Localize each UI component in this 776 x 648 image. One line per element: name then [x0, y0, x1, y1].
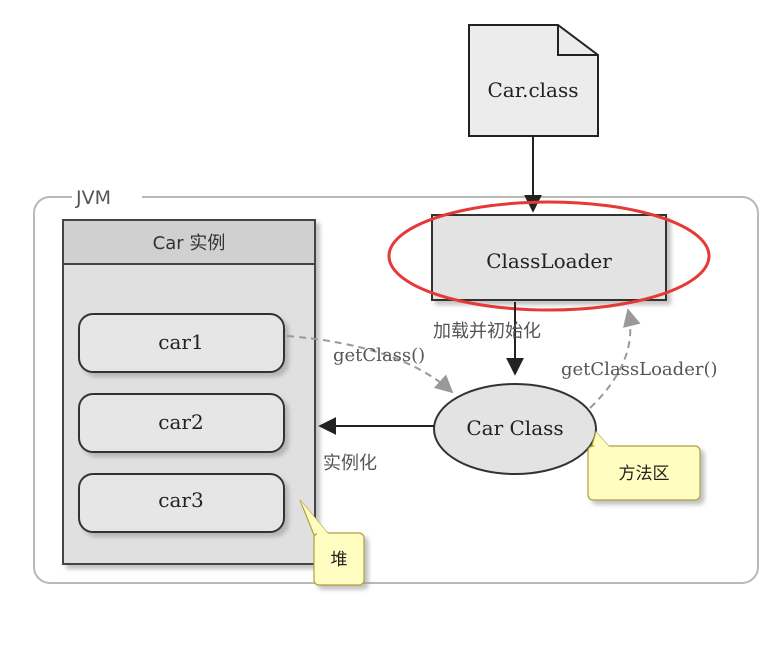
instance-label: car3 — [158, 488, 203, 512]
edge-label-load-init: 加载并初始化 — [433, 321, 541, 342]
file-node-label: Car.class — [488, 78, 579, 102]
instances-panel: Car 实例 car1 car2 car3 — [62, 219, 316, 565]
classloader-box — [431, 214, 667, 301]
car-class-node: Car Class — [433, 383, 597, 475]
classloader-label: ClassLoader — [486, 249, 612, 273]
callout-heap: 堆 — [299, 499, 365, 586]
instance-item: car1 — [78, 313, 285, 373]
callout-method-area: 方法区 — [587, 430, 701, 501]
file-node-car-class: Car.class — [468, 24, 599, 137]
callout-method-area-label: 方法区 — [619, 464, 670, 484]
classloader-node: ClassLoader — [431, 214, 667, 301]
arrow-get-classloader — [589, 308, 641, 409]
edge-label-instantiate: 实例化 — [323, 453, 377, 474]
jvm-container: JVM — [33, 186, 759, 584]
jvm-label: JVM — [75, 187, 111, 209]
instances-panel-title: Car 实例 — [153, 233, 226, 254]
car-class-label: Car Class — [466, 416, 563, 440]
instance-item: car2 — [78, 393, 285, 453]
edge-label-get-classloader: getClassLoader() — [561, 359, 718, 380]
edge-label-get-class: getClass() — [333, 345, 425, 366]
file-icon — [468, 24, 599, 137]
highlight-ellipse — [387, 200, 711, 312]
callout-heap-label: 堆 — [331, 550, 348, 570]
instances-panel-header — [62, 219, 316, 265]
instance-item: car3 — [78, 473, 285, 533]
arrow-get-class — [286, 335, 454, 394]
instance-label: car2 — [158, 410, 203, 434]
car-class-ellipse — [433, 383, 597, 475]
instance-label: car1 — [158, 330, 203, 354]
